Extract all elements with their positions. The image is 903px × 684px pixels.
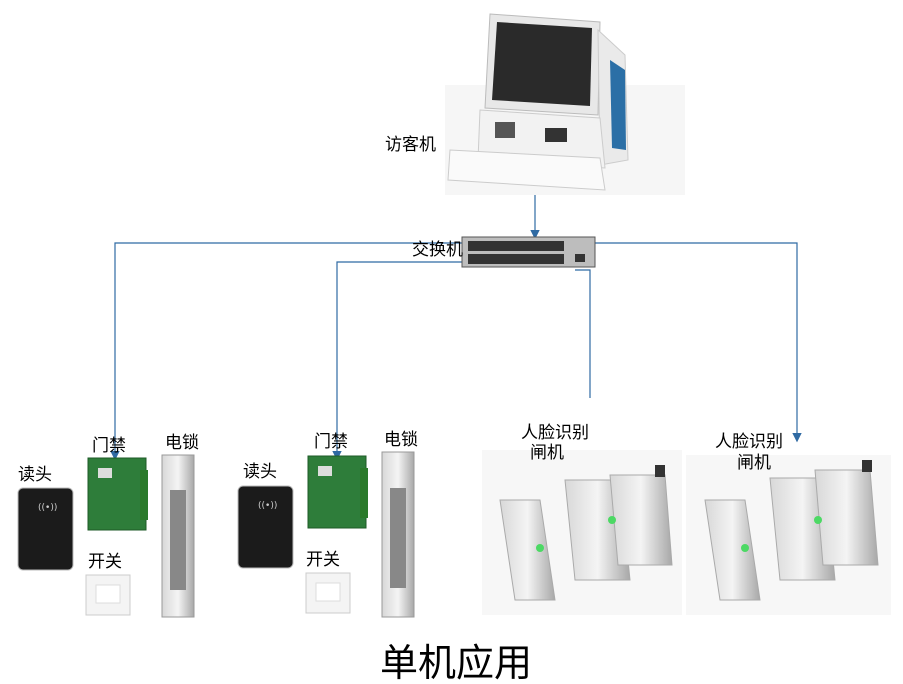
face-gate-1-label-line2: 闸机 (530, 443, 564, 463)
access-control-1-label: 门禁 (92, 436, 126, 456)
reader-2-label: 读头 (243, 462, 277, 482)
access-controller-2-image (307, 455, 368, 529)
access-controller-1-image (87, 457, 148, 531)
switch-label: 交换机 (412, 240, 463, 260)
face-gate-1-label-line1: 人脸识别 (521, 423, 589, 443)
electric-lock-2-image (381, 451, 415, 618)
face-gate-2-label-line1: 人脸识别 (715, 432, 783, 452)
electric-lock-2-label: 电锁 (384, 430, 418, 450)
card-reader-1-image: ((•)) (17, 487, 74, 571)
diagram-title: 单机应用 (380, 641, 533, 684)
svg-text:((•)): ((•)) (258, 501, 277, 511)
exit-button-1-image (85, 574, 131, 616)
face-gate-2-label-line2: 闸机 (737, 453, 771, 473)
visitor-kiosk-label: 访客机 (385, 135, 436, 155)
access-control-2-label: 门禁 (314, 432, 348, 452)
network-connectors (110, 195, 802, 461)
exit-button-2-image (305, 572, 351, 614)
button-2-label: 开关 (306, 550, 340, 570)
card-reader-2-image: ((•)) (237, 485, 294, 569)
face-gate-2-image (686, 455, 891, 615)
face-gate-1-image (482, 450, 682, 615)
electric-lock-1-image (161, 454, 195, 618)
electric-lock-1-label: 电锁 (165, 433, 199, 453)
network-switch-image (461, 236, 596, 268)
button-1-label: 开关 (88, 552, 122, 572)
visitor-kiosk-image (445, 13, 685, 195)
reader-1-label: 读头 (18, 465, 52, 485)
svg-text:((•)): ((•)) (38, 503, 57, 513)
